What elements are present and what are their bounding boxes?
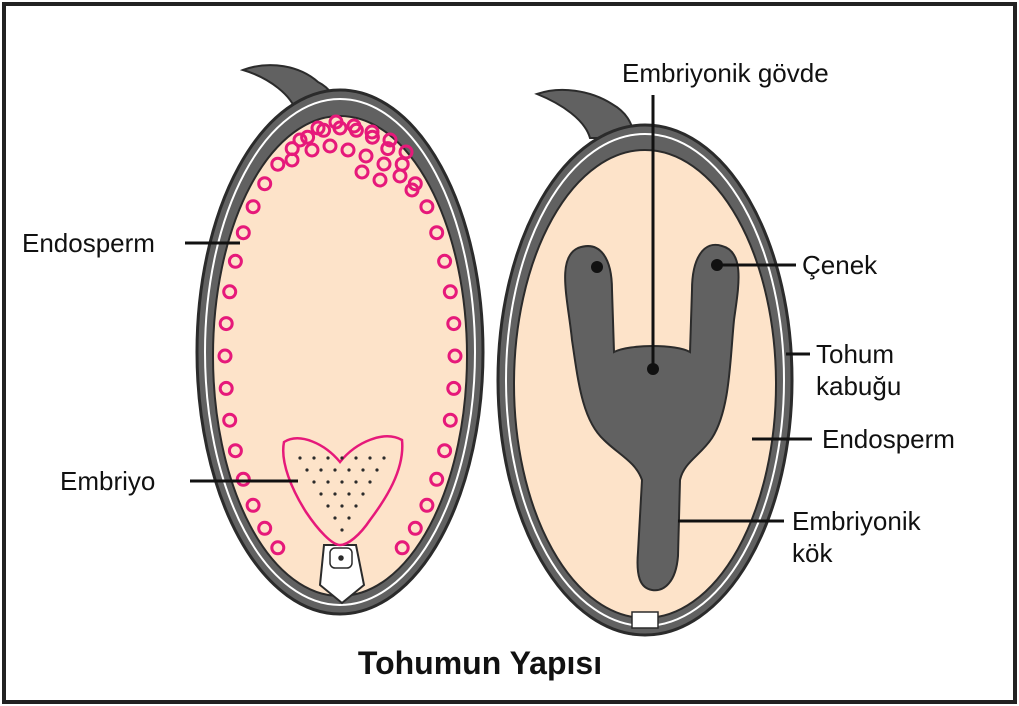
embryo-stipple-dot <box>340 456 343 459</box>
embryo-stipple-dot <box>340 480 343 483</box>
embryo-stipple-dot <box>326 504 329 507</box>
embryo-stipple-dot <box>298 456 301 459</box>
embryo-stipple-dot <box>326 456 329 459</box>
embryo-stipple-dot <box>354 504 357 507</box>
embryo-stipple-dot <box>326 480 329 483</box>
embryo-stipple-dot <box>382 456 385 459</box>
label-left-endosperm: Endosperm <box>22 228 155 258</box>
embryo-stipple-dot <box>319 492 322 495</box>
right-seed-micropyle <box>632 612 658 628</box>
embryo-stipple-dot <box>354 456 357 459</box>
label-embryonic-root-line2: kök <box>792 538 833 568</box>
embryo-stipple-dot <box>368 456 371 459</box>
embryo-stipple-dot <box>368 480 371 483</box>
embryo-stipple-dot <box>340 504 343 507</box>
embryo-stipple-dot <box>361 468 364 471</box>
label-embryonic-stem: Embriyonik gövde <box>622 58 829 88</box>
label-right-endosperm: Endosperm <box>822 424 955 454</box>
embryo-stipple-dot <box>333 468 336 471</box>
embryo-stipple-dot <box>361 492 364 495</box>
embryo-stipple-dot <box>305 468 308 471</box>
embryo-stipple-dot <box>319 468 322 471</box>
embryo-stipple-dot <box>333 516 336 519</box>
label-cotyledon: Çenek <box>802 250 878 280</box>
label-left-embryo: Embriyo <box>60 466 155 496</box>
embryo-stipple-dot <box>312 456 315 459</box>
embryo-stipple-dot <box>312 480 315 483</box>
embryo-stipple-dot <box>375 468 378 471</box>
embryo-stipple-dot <box>340 528 343 531</box>
label-embryonic-root-line1: Embriyonik <box>792 506 922 536</box>
label-seed-coat-line1: Tohum <box>816 339 894 369</box>
figure-title: Tohumun Yapısı <box>358 645 602 681</box>
label-seed-coat-line2: kabuğu <box>816 371 901 401</box>
embryo-stipple-dot <box>354 480 357 483</box>
embryo-stipple-dot <box>347 468 350 471</box>
embryo-stipple-dot <box>347 492 350 495</box>
embryo-stipple-dot <box>347 516 350 519</box>
cotyledon-left-point <box>591 261 603 273</box>
embryo-stipple-dot <box>333 492 336 495</box>
